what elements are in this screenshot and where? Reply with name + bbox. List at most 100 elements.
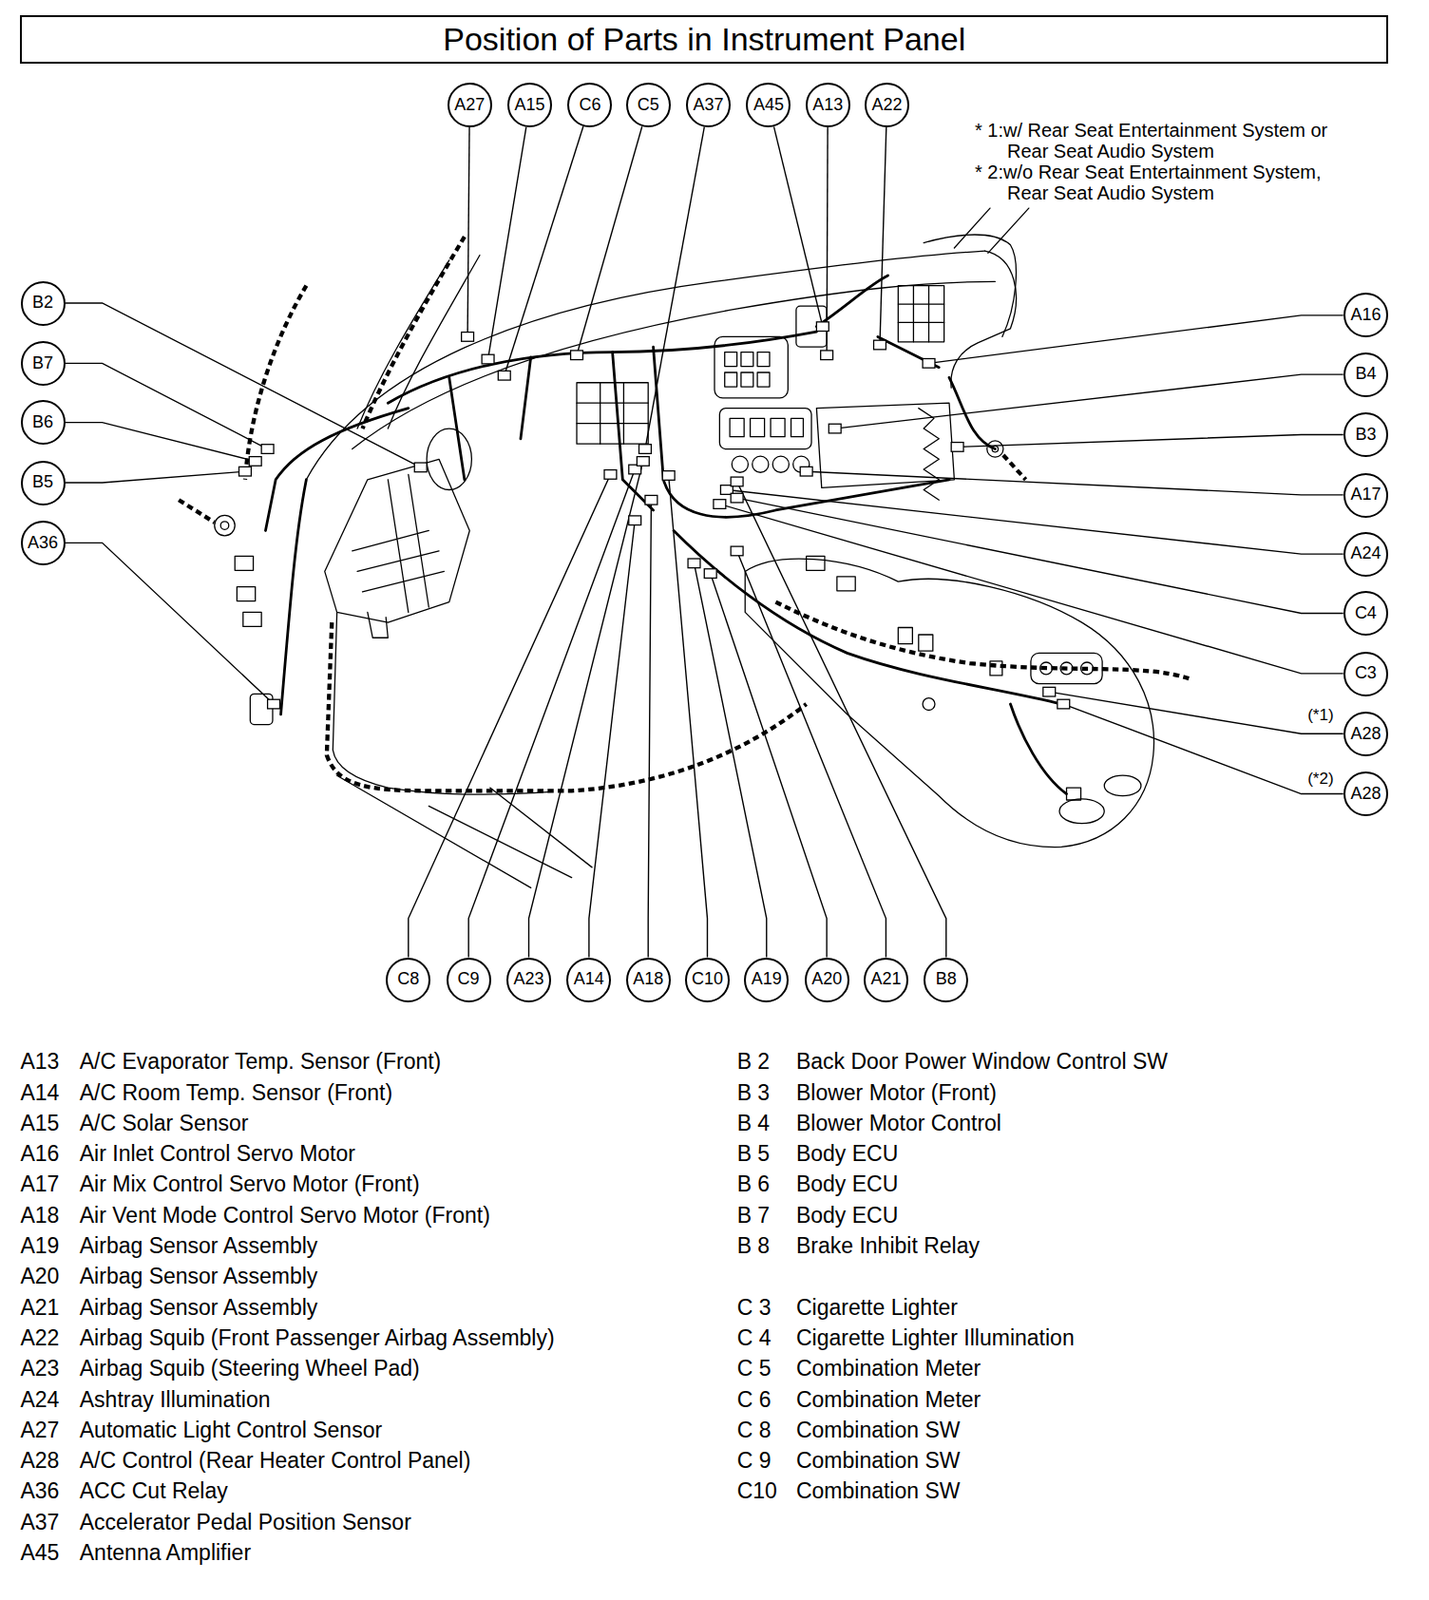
leader-line: [645, 127, 705, 450]
callout-code: B4: [1354, 364, 1376, 384]
callout-circle: B3: [1343, 412, 1389, 458]
part-name: Combination SW: [796, 1447, 961, 1474]
illustration-part: [837, 576, 856, 591]
part-name: Combination Meter: [796, 1354, 981, 1382]
illustration-part: [877, 336, 939, 367]
callout-circle: A27: [447, 82, 493, 128]
part-name: Automatic Light Control Sensor: [79, 1416, 382, 1444]
illustration-part: [352, 474, 445, 612]
part-name: Air Mix Control Servo Motor (Front): [79, 1170, 420, 1198]
leader-line: [408, 474, 611, 957]
illustration-part: [1066, 787, 1082, 801]
illustration-part: [243, 611, 262, 627]
leader-line: [719, 504, 1343, 674]
leader-line: [668, 475, 708, 957]
illustration-part: [234, 555, 253, 571]
callout-circle: B2: [20, 281, 66, 326]
connector-symbol: [1043, 686, 1056, 697]
part-code: B 7: [737, 1201, 771, 1229]
part-name: Body ECU: [796, 1170, 898, 1198]
callout-circle: A19: [743, 957, 789, 1003]
illustration-part: [752, 456, 769, 473]
illustration-part: [367, 611, 388, 638]
part-code: A36: [19, 1477, 59, 1505]
part-name: A/C Solar Sensor: [79, 1109, 249, 1137]
part-name: Cigarette Lighter Illumination: [796, 1324, 1075, 1352]
connector-symbol: [713, 499, 726, 510]
callout-code: C6: [578, 95, 601, 115]
callout-code: B8: [935, 970, 957, 990]
illustration-part: [757, 372, 770, 387]
part-name: Airbag Sensor Assembly: [79, 1294, 319, 1321]
part-name: Combination SW: [796, 1477, 961, 1505]
callout-circle: A20: [804, 957, 850, 1003]
leader-line: [65, 471, 246, 483]
callout-circle: A28: [1343, 771, 1389, 817]
callout-code: A24: [1350, 544, 1381, 564]
part-code: A17: [19, 1170, 59, 1198]
leader-line: [65, 362, 268, 449]
illustration-part: [897, 285, 944, 343]
part-name: Ashtray Illumination: [79, 1386, 271, 1413]
illustration-part: [332, 611, 552, 795]
illustration-part: [324, 458, 471, 623]
callout-circle: A45: [745, 82, 791, 128]
part-code: A37: [19, 1508, 59, 1536]
illustration-part: [387, 254, 480, 429]
callout-code: C4: [1354, 604, 1377, 624]
leader-line: [647, 499, 651, 957]
leader-line: [65, 303, 421, 468]
callout-code: A14: [573, 970, 605, 990]
callout-code: A23: [513, 970, 544, 990]
part-code: A19: [19, 1232, 59, 1259]
illustration-part: [731, 456, 748, 473]
leader-line: [726, 490, 1344, 555]
connector-symbol: [604, 470, 617, 480]
illustration-part: [281, 479, 307, 715]
callout-code: B5: [32, 473, 54, 493]
part-name: Body ECU: [796, 1140, 898, 1167]
part-code: A15: [19, 1109, 59, 1137]
part-name: A/C Evaporator Temp. Sensor (Front): [79, 1047, 442, 1075]
part-name: Blower Motor Control: [796, 1109, 1002, 1137]
leader-line: [65, 542, 274, 705]
callout-code: A16: [1350, 305, 1381, 325]
part-code: A24: [19, 1386, 59, 1413]
callout-circle: C8: [385, 957, 431, 1003]
callout-circle: C3: [1343, 651, 1389, 697]
part-code: A28: [19, 1447, 59, 1474]
leader-line: [879, 127, 887, 345]
part-name: Airbag Squib (Front Passenger Airbag Ass…: [79, 1324, 555, 1352]
connector-symbol: [730, 546, 744, 556]
callout-code: C3: [1354, 664, 1377, 684]
illustration-part: [576, 382, 648, 444]
illustration-part: [922, 698, 935, 711]
part-code: B 3: [737, 1079, 771, 1106]
illustration-part: [673, 530, 1062, 705]
illustration-part: [724, 352, 738, 367]
part-code: A14: [19, 1079, 59, 1106]
part-name: Air Inlet Control Servo Motor: [79, 1140, 356, 1167]
callout-circle: A24: [1343, 532, 1389, 577]
callout-circle: B8: [923, 957, 969, 1003]
callout-code: A37: [693, 95, 725, 115]
illustration-part: [220, 521, 229, 531]
illustration-part: [724, 372, 738, 387]
footnote: * 1:w/ Rear Seat Entertainment System or…: [974, 119, 1351, 162]
leader-line: [467, 127, 470, 337]
illustration-part: [741, 352, 754, 367]
leader-line: [737, 551, 887, 958]
part-code: A45: [19, 1539, 59, 1566]
leader-line: [504, 126, 584, 376]
illustration-part: [772, 456, 789, 473]
callout-circle: B6: [20, 400, 66, 445]
illustration-part: [719, 408, 812, 450]
callout-code: A28: [1350, 784, 1381, 804]
callout-circle: A16: [1343, 292, 1389, 338]
illustration-part: [1059, 799, 1105, 824]
part-code: A21: [19, 1294, 59, 1321]
part-name: Airbag Sensor Assembly: [79, 1262, 319, 1290]
callout-circle: A23: [506, 957, 552, 1003]
illustration-part: [897, 285, 944, 343]
footnote-mark: (*1): [1307, 705, 1334, 725]
